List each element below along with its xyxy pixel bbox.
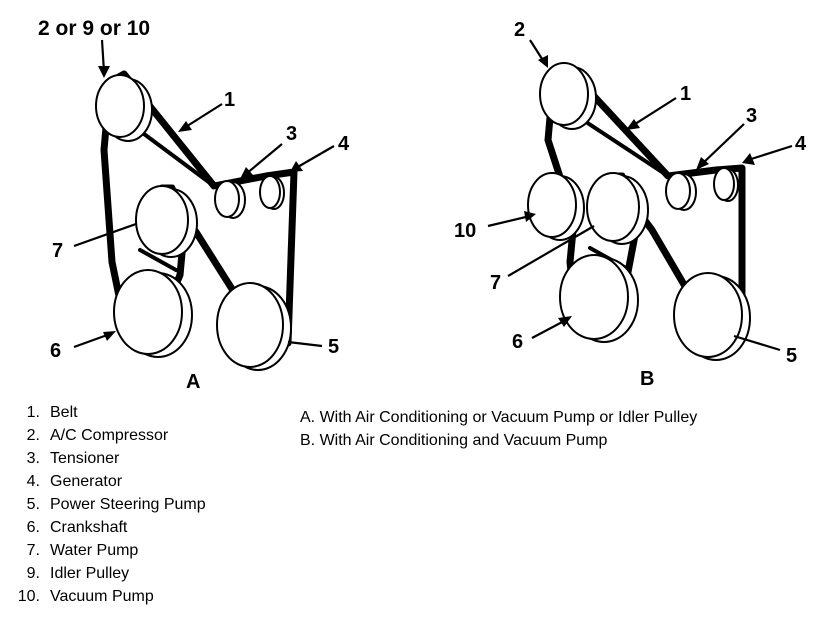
legend-item: 3.Tensioner (26, 450, 120, 467)
diagram-a-belt-inner (134, 126, 216, 188)
diagram-b-label-water-pump: 7 (490, 272, 501, 294)
diagram-b-label-power-steering: 5 (786, 345, 797, 367)
variant-notes: A. With Air Conditioning or Vacuum Pump … (300, 406, 697, 452)
diagram-b-label-tensioner: 3 (746, 105, 757, 127)
diagram-b-generator-pulley (713, 167, 739, 202)
diagram-a-label-crankshaft: 6 (50, 340, 61, 362)
diagram-b-panel-label: B (640, 368, 654, 390)
legend-item: 10.Vacuum Pump (17, 588, 154, 605)
legend-item: 6.Crankshaft (26, 519, 128, 536)
legend-item: 1.Belt (26, 404, 78, 421)
diagram-b-crankshaft-pulley (559, 254, 639, 343)
diagram-b-label-vacuum-pump: 10 (454, 220, 476, 242)
diagram-b-ac-pulley (539, 62, 597, 130)
diagram-a-tensioner-pulley (214, 180, 246, 219)
variant-note-a: A. With Air Conditioning or Vacuum Pump … (300, 409, 698, 426)
legend-item: 5.Power Steering Pump (26, 496, 206, 513)
diagram-a-label-tensioner: 3 (286, 123, 297, 145)
diagram-a: 2 or 9 or 10 1 3 4 7 6 5 A (38, 17, 350, 393)
diagram-a-generator-pulley (259, 175, 285, 210)
diagram-b-label-generator: 4 (795, 133, 807, 155)
diagram-a-crankshaft-pulley (113, 269, 193, 358)
diagram-b-label-ac: 2 (514, 19, 525, 41)
diagram-a-label-generator: 4 (338, 133, 350, 155)
diagram-a-label-belt: 1 (224, 89, 235, 111)
diagram-a-label-top: 2 or 9 or 10 (38, 17, 150, 40)
diagram-a-label-power-steering: 5 (328, 336, 339, 358)
diagram-a-ac-pulley (95, 74, 153, 142)
diagram-b-water-pump-pulley (586, 172, 649, 245)
diagram-b-vacuum-pump-pulley (527, 172, 585, 241)
legend-item: 7.Water Pump (26, 542, 139, 559)
diagram-a-water-pump-pulley (135, 185, 198, 258)
variant-note-b: B. With Air Conditioning and Vacuum Pump (300, 432, 608, 449)
diagram-a-power-steering-pulley (216, 282, 292, 371)
legend-item: 9.Idler Pulley (26, 565, 130, 582)
diagram-b: 2 1 3 4 10 7 6 5 B (454, 19, 807, 390)
diagram-a-panel-label: A (186, 371, 200, 393)
diagram-a-label-water-pump: 7 (52, 240, 63, 262)
diagram-b-label-crankshaft: 6 (512, 331, 523, 353)
diagram-b-power-steering-pulley (673, 272, 751, 361)
diagram-b-label-belt: 1 (680, 83, 691, 105)
belt-routing-diagram: 2 or 9 or 10 1 3 4 7 6 5 A (38, 17, 807, 393)
diagram-a-arrows (73, 39, 335, 349)
legend-item: 4.Generator (26, 473, 123, 490)
diagram-b-arrows (487, 39, 793, 352)
diagram-b-belt-inner (578, 116, 670, 178)
component-legend: 1.Belt 2.A/C Compressor 3.Tensioner 4.Ge… (14, 401, 206, 608)
diagram-a-belt-inner-lower (138, 248, 178, 272)
legend-item: 2.A/C Compressor (26, 427, 169, 444)
diagram-b-tensioner-pulley (665, 172, 697, 211)
